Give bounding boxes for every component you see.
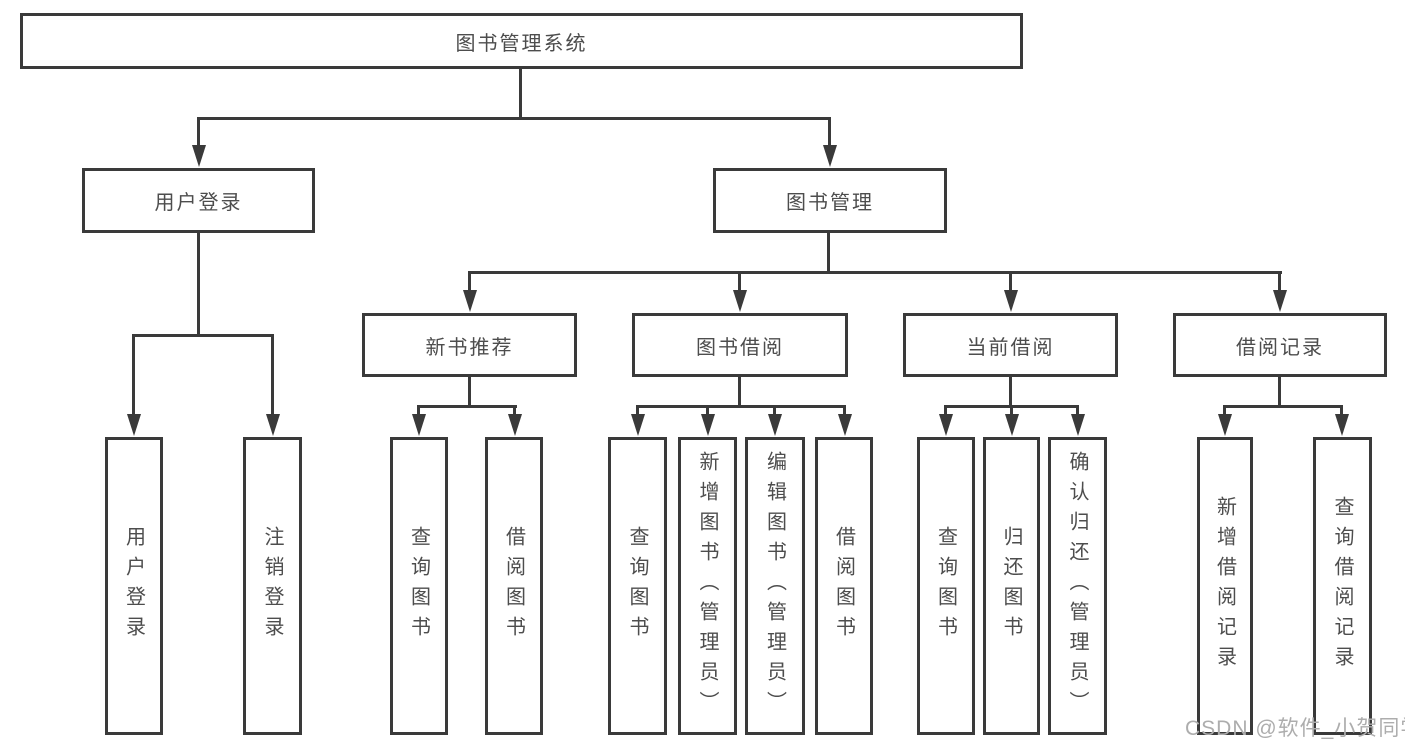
leaf-label: 查询图书 (407, 526, 430, 646)
leaf-label: 查询图书 (934, 526, 957, 646)
connector-line (1009, 271, 1012, 300)
connector-line (197, 117, 200, 155)
leaf-label: 查询借阅记录 (1331, 496, 1353, 676)
arrow-down-icon (939, 414, 953, 436)
connector-line (1278, 271, 1281, 300)
leaf-borrow-books-recommend: 借阅图书 (485, 437, 543, 735)
connector-line (132, 334, 135, 425)
arrow-down-icon (1273, 290, 1287, 312)
node-user-login: 用户登录 (82, 168, 315, 233)
arrow-down-icon (631, 414, 645, 436)
leaf-user-login: 用户登录 (105, 437, 163, 735)
arrow-down-icon (1071, 414, 1085, 436)
arrow-down-icon (823, 145, 837, 167)
leaf-borrow-books: 借阅图书 (815, 437, 873, 735)
arrow-down-icon (266, 414, 280, 436)
leaf-query-borrow-record: 查询借阅记录 (1313, 437, 1372, 735)
connector-line (738, 376, 741, 408)
connector-line (197, 232, 200, 337)
leaf-query-books-recommend: 查询图书 (390, 437, 448, 735)
arrow-down-icon (192, 145, 206, 167)
connector-line (132, 334, 274, 337)
connector-line (271, 334, 274, 425)
connector-line (1009, 376, 1012, 408)
arrow-down-icon (1005, 414, 1019, 436)
arrow-down-icon (838, 414, 852, 436)
leaf-label: 编辑图书（管理员） (763, 451, 786, 721)
arrow-down-icon (508, 414, 522, 436)
connector-line (1223, 405, 1343, 408)
leaf-add-book-admin: 新增图书（管理员） (678, 437, 737, 735)
csdn-watermark: CSDN @软件_小贺同学 (1185, 717, 1405, 740)
arrow-down-icon (412, 414, 426, 436)
leaf-label: 借阅图书 (502, 526, 525, 646)
node-current-borrow: 当前借阅 (903, 313, 1118, 377)
leaf-logout: 注销登录 (243, 437, 302, 735)
node-book-borrow: 图书借阅 (632, 313, 848, 377)
connector-line (197, 117, 831, 120)
arrow-down-icon (1218, 414, 1232, 436)
leaf-confirm-return-admin: 确认归还（管理员） (1048, 437, 1107, 735)
leaf-label: 查询图书 (626, 526, 648, 646)
leaf-edit-book-admin: 编辑图书（管理员） (745, 437, 805, 735)
connector-line (468, 376, 471, 408)
arrow-down-icon (1004, 290, 1018, 312)
connector-line (828, 117, 831, 155)
connector-line (1278, 376, 1281, 408)
node-library-system: 图书管理系统 (20, 13, 1023, 69)
connector-line (417, 405, 517, 408)
arrow-down-icon (701, 414, 715, 436)
connector-line (519, 68, 522, 119)
leaf-label: 借阅图书 (832, 526, 855, 646)
arrow-down-icon (768, 414, 782, 436)
leaf-label: 新增图书（管理员） (696, 451, 718, 721)
leaf-return-books: 归还图书 (983, 437, 1040, 735)
arrow-down-icon (463, 290, 477, 312)
arrow-down-icon (733, 290, 747, 312)
leaf-add-borrow-record: 新增借阅记录 (1197, 437, 1253, 735)
leaf-query-books-borrow: 查询图书 (608, 437, 667, 735)
arrow-down-icon (127, 414, 141, 436)
connector-line (468, 271, 1282, 274)
connector-line (636, 405, 846, 408)
leaf-label: 注销登录 (261, 526, 283, 646)
leaf-label: 用户登录 (122, 526, 145, 646)
node-new-book-recommend: 新书推荐 (362, 313, 577, 377)
node-book-management: 图书管理 (713, 168, 947, 233)
leaf-label: 归还图书 (1000, 526, 1022, 646)
arrow-down-icon (1335, 414, 1349, 436)
connector-line (738, 271, 741, 300)
leaf-label: 确认归还（管理员） (1066, 451, 1088, 721)
connector-line (468, 271, 471, 300)
connector-line (827, 232, 830, 274)
node-borrow-records: 借阅记录 (1173, 313, 1387, 377)
leaf-query-books-current: 查询图书 (917, 437, 975, 735)
leaf-label: 新增借阅记录 (1213, 496, 1236, 676)
